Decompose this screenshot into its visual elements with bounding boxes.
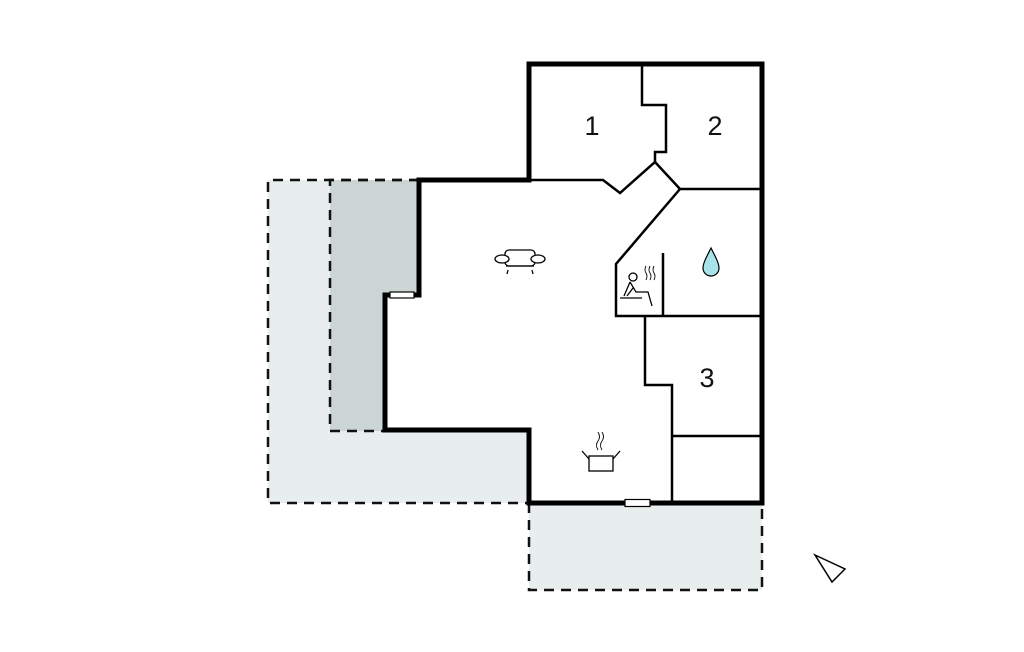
sauna-icon xyxy=(620,265,656,307)
cooking-pot-icon xyxy=(581,431,621,472)
wall-room1-hall xyxy=(529,160,762,195)
window-west xyxy=(389,291,415,299)
covered-terrace xyxy=(330,180,419,431)
room-label-2: 2 xyxy=(707,111,722,141)
room-label-1: 1 xyxy=(584,111,599,141)
wall-room1-room2 xyxy=(640,64,668,162)
terrace-bottom xyxy=(529,503,762,590)
room-label-3: 3 xyxy=(699,363,714,393)
sofa-icon xyxy=(494,249,546,275)
exterior-walls xyxy=(382,61,765,506)
water-drop-icon xyxy=(702,246,720,277)
wall-sauna-bath xyxy=(614,188,762,318)
window-south xyxy=(624,498,651,508)
terrace-bottom-outline xyxy=(527,503,764,592)
compass-arrow-icon xyxy=(813,553,847,584)
wall-room3 xyxy=(643,316,674,503)
